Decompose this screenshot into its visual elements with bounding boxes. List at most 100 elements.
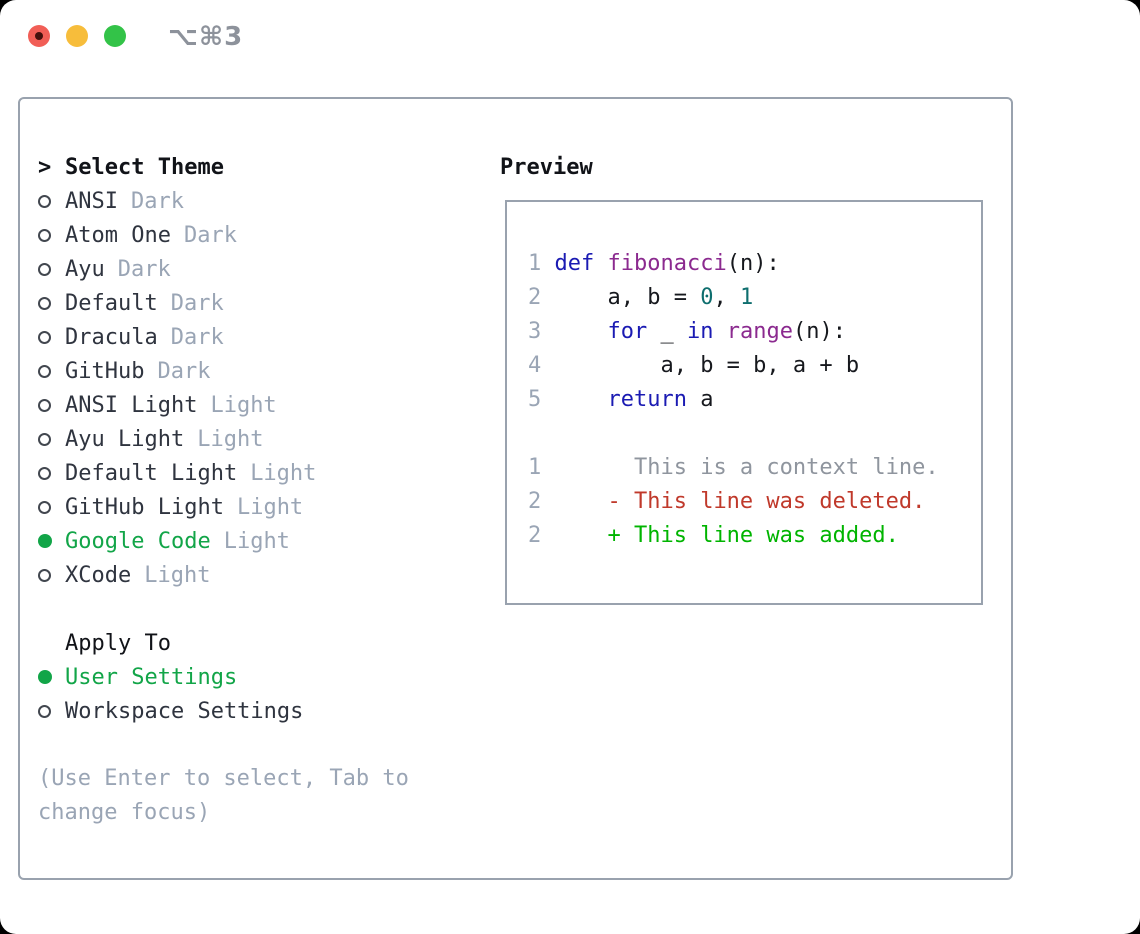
code-token: This is a context line. xyxy=(554,455,939,480)
code-line: 2 - This line was deleted. xyxy=(528,489,981,523)
open-circle-icon xyxy=(38,330,51,344)
code-line: 4 a, b = b, a + b xyxy=(528,353,981,387)
line-number: 2 xyxy=(528,285,542,310)
variant-tag: Dark xyxy=(157,358,211,384)
variant-tag: Dark xyxy=(170,290,224,316)
option-label: Default xyxy=(65,290,158,316)
minimize-button[interactable] xyxy=(66,25,88,47)
code-line: 3 for _ in range(n): xyxy=(528,319,981,353)
code-token: (n): xyxy=(726,251,780,276)
theme-option-ansi-light[interactable]: ANSI Light Light xyxy=(38,388,470,422)
spacer xyxy=(38,592,470,626)
radio-icon xyxy=(38,704,65,718)
code-token: _ xyxy=(647,319,687,344)
line-number: 3 xyxy=(528,319,542,344)
code-token: fibonacci xyxy=(607,251,727,276)
radio-icon xyxy=(38,194,65,208)
option-label: Google Code xyxy=(65,528,211,554)
code-token xyxy=(594,251,607,276)
open-circle-icon xyxy=(38,568,51,582)
open-circle-icon xyxy=(38,364,51,378)
variant-tag: Light xyxy=(144,562,211,588)
radio-selected-icon xyxy=(38,534,65,548)
title-bar: ⌥⌘3 xyxy=(0,0,1140,97)
focus-cursor-icon: > xyxy=(38,154,52,180)
variant-tag: Light xyxy=(197,426,264,452)
radio-icon xyxy=(38,500,65,514)
code-token xyxy=(555,387,608,412)
blank-line xyxy=(528,421,981,455)
help-text: (Use Enter to select, Tab to change focu… xyxy=(38,766,409,825)
code-line: 1 This is a context line. xyxy=(528,455,981,489)
code-token: 0 xyxy=(700,285,714,310)
radio-icon xyxy=(38,262,65,276)
close-button[interactable] xyxy=(28,25,50,47)
radio-icon xyxy=(38,364,65,378)
apply-to-title: Apply To xyxy=(65,630,171,656)
code-token: in xyxy=(686,319,714,344)
code-token: for xyxy=(607,319,648,344)
code-token: return xyxy=(607,387,687,412)
variant-tag: Dark xyxy=(117,256,171,282)
diff-block: 1 This is a context line.2 - This line w… xyxy=(528,455,981,557)
apply-to-header: Apply To xyxy=(38,626,470,660)
radio-icon xyxy=(38,228,65,242)
apply-option-user-settings[interactable]: User Settings xyxy=(38,660,470,694)
line-number: 1 xyxy=(528,251,542,276)
spacer xyxy=(38,728,470,762)
code-token: a, b = xyxy=(554,285,701,310)
option-label: XCode xyxy=(65,562,132,588)
option-label: ANSI xyxy=(65,188,118,214)
open-circle-icon xyxy=(38,262,51,276)
preview-title-label: Preview xyxy=(500,154,593,180)
theme-panel-title: Select Theme xyxy=(65,154,224,180)
option-label: ANSI Light xyxy=(65,392,198,418)
theme-option-dracula[interactable]: Dracula Dark xyxy=(38,320,470,354)
window-shortcut-label: ⌥⌘3 xyxy=(168,22,244,52)
code-token: a xyxy=(686,387,714,412)
code-token xyxy=(713,319,726,344)
variant-tag: Light xyxy=(236,494,304,520)
option-label: Workspace Settings xyxy=(65,698,304,724)
code-token: + This line was added. xyxy=(554,523,899,548)
preview-title: Preview xyxy=(500,150,593,184)
radio-selected-icon xyxy=(38,670,65,684)
line-number: 2 xyxy=(528,523,542,548)
radio-icon xyxy=(38,568,65,582)
option-label: Atom One xyxy=(65,222,171,248)
radio-icon xyxy=(38,466,65,480)
theme-option-atom-one[interactable]: Atom One Dark xyxy=(38,218,470,252)
option-label: Dracula xyxy=(65,324,158,350)
open-circle-icon xyxy=(38,398,51,412)
theme-option-default[interactable]: Default Dark xyxy=(38,286,470,320)
theme-option-xcode[interactable]: XCode Light xyxy=(38,558,470,592)
code-token: range xyxy=(726,319,793,344)
code-token: a, b = b, a + b xyxy=(554,353,860,378)
code-token: 1 xyxy=(739,285,754,310)
variant-tag: Dark xyxy=(183,222,237,248)
apply-option-workspace-settings[interactable]: Workspace Settings xyxy=(38,694,470,728)
line-number: 1 xyxy=(528,455,542,480)
code-line: 2 a, b = 0, 1 xyxy=(528,285,981,319)
code-line: 1 def fibonacci(n): xyxy=(528,251,981,285)
code-token: (n): xyxy=(792,319,846,344)
radio-icon xyxy=(38,330,65,344)
theme-option-ayu[interactable]: Ayu Dark xyxy=(38,252,470,286)
variant-tag: Light xyxy=(210,392,277,418)
option-label: Ayu xyxy=(65,256,105,282)
open-circle-icon xyxy=(38,432,51,446)
variant-tag: Dark xyxy=(170,324,224,350)
filled-circle-icon xyxy=(38,534,52,548)
line-number: 2 xyxy=(528,489,542,514)
zoom-button[interactable] xyxy=(104,25,126,47)
